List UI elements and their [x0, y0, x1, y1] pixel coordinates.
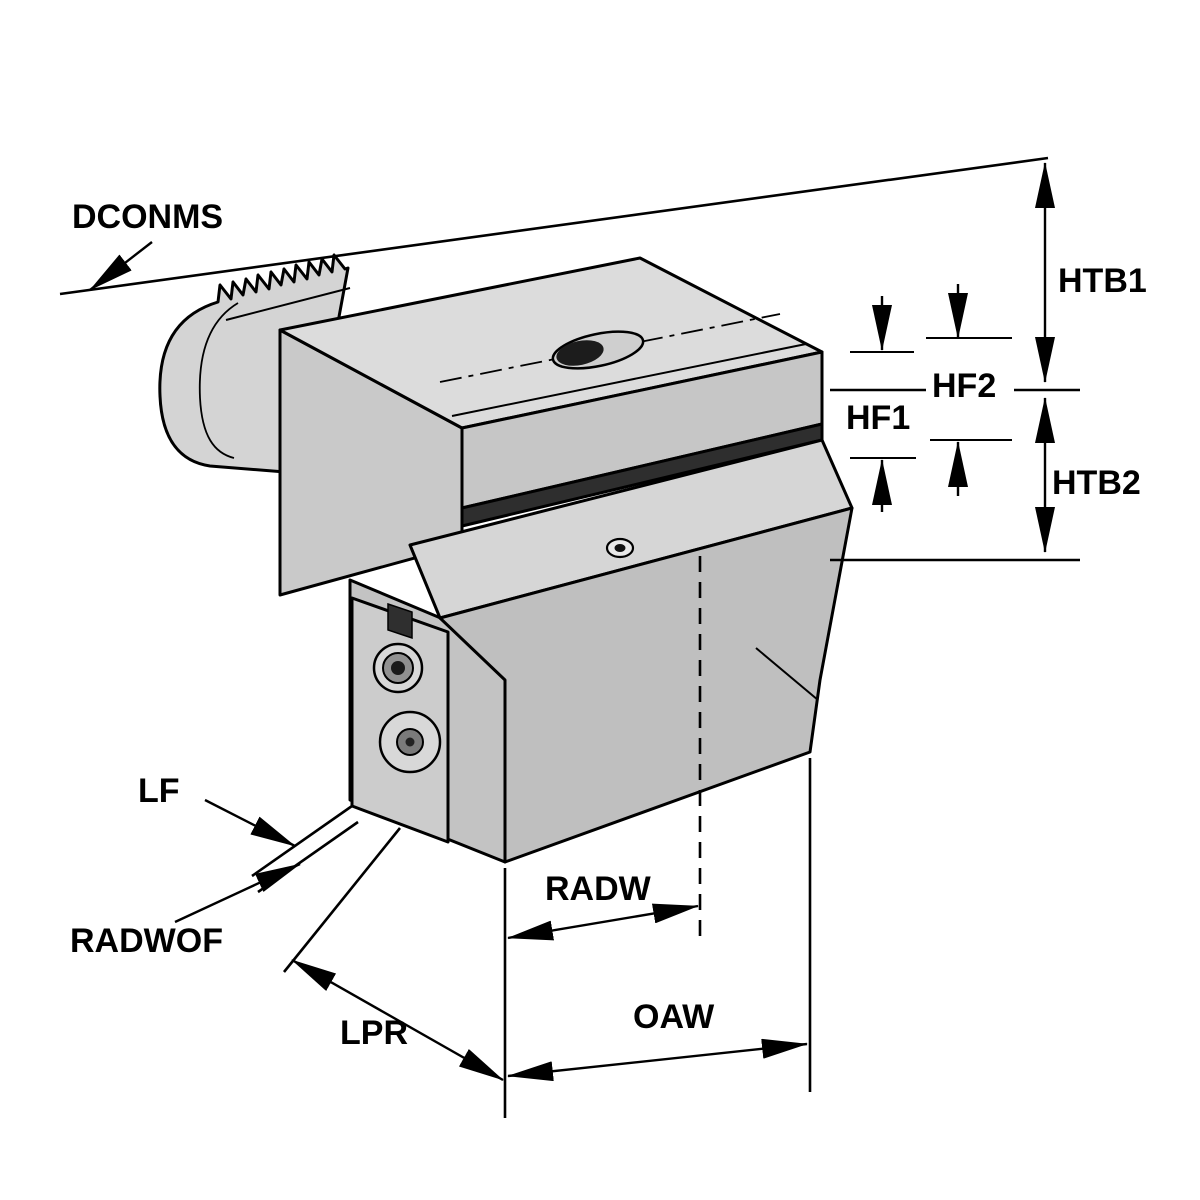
clamp-slot-shadow: [556, 340, 604, 366]
radwof-extension: [257, 820, 359, 894]
label-dconms: DCONMS: [72, 198, 223, 236]
shank-cap-rim: [198, 302, 239, 459]
corner-bevel-edge: [755, 647, 819, 701]
clamp-screw-lower: [378, 710, 442, 774]
top-extension-line: [59, 156, 1049, 296]
label-hf1: HF1: [846, 399, 910, 437]
hf1-label-bg: [840, 398, 924, 436]
lf-leader: [204, 798, 296, 848]
label-radwof: RADWOF: [70, 922, 223, 960]
clamp-plate-notch: [387, 602, 413, 640]
label-radw: RADW: [545, 870, 652, 908]
dimension-lines: [59, 156, 1080, 1118]
label-hf2: HF2: [932, 367, 996, 405]
lpr-dimension: [291, 958, 504, 1082]
lower-right-face: [438, 506, 854, 864]
serration-band-line: [225, 287, 351, 321]
hf2-label-bg: [926, 366, 1014, 404]
radwof-leader: [174, 862, 301, 924]
labels: DCONMS HTB1 HF2 HF1 HTB2 LF RADWOF RADW …: [70, 198, 1147, 1052]
oaw-dimension: [507, 1038, 808, 1082]
lpr-extension: [282, 827, 402, 973]
clamp-screw-upper: [372, 642, 424, 694]
label-htb2: HTB2: [1052, 464, 1141, 502]
lf-extension: [251, 804, 353, 878]
seat-screw-hole-center: [614, 544, 626, 552]
label-htb1: HTB1: [1058, 262, 1147, 300]
top-chamfer-edge: [451, 343, 807, 417]
tool-holder-body: [278, 256, 854, 864]
dconms-leader: [89, 241, 153, 291]
label-lf: LF: [138, 772, 180, 810]
label-lpr: LPR: [340, 1014, 408, 1052]
radw-dimension: [507, 903, 699, 941]
label-oaw: OAW: [633, 998, 715, 1036]
